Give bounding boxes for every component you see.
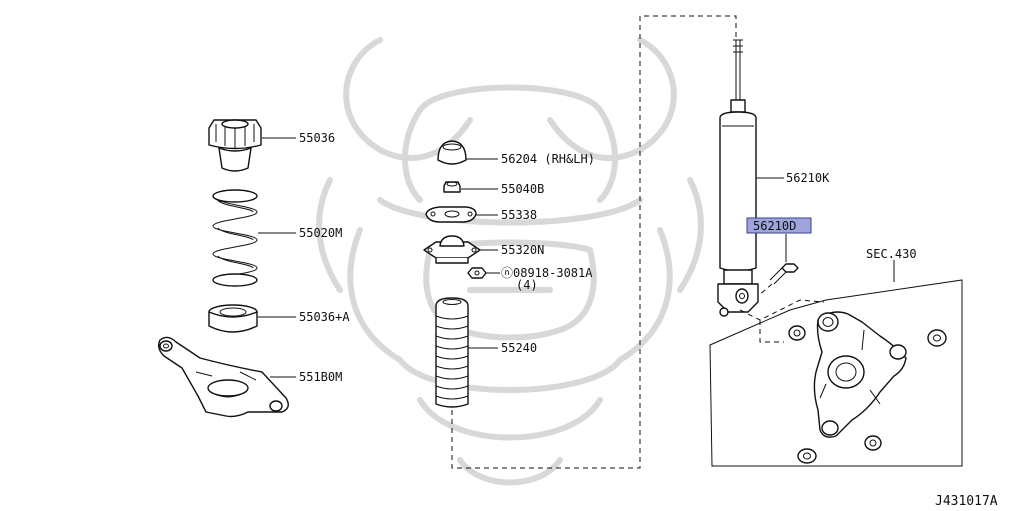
part-56210k-shock-absorber bbox=[717, 39, 784, 317]
part-55036a-spring-seat bbox=[208, 304, 296, 333]
callout-sec-430: SEC.430 bbox=[866, 247, 917, 261]
part-55320n-mount bbox=[423, 235, 498, 264]
callout-08918-quantity: (4) bbox=[516, 278, 538, 292]
diagram-code: J431017A bbox=[935, 494, 998, 509]
sec-430-knuckle-box bbox=[709, 260, 963, 467]
callout-56210d-highlight bbox=[746, 217, 812, 234]
part-55020m-coil-spring bbox=[212, 189, 296, 287]
part-56210d-bolt bbox=[757, 234, 799, 297]
callout-55240: 55240 bbox=[501, 341, 537, 355]
part-08918-3081a-nut bbox=[467, 267, 500, 279]
part-55338-plate bbox=[425, 206, 498, 223]
shock-assembly-outline bbox=[451, 15, 737, 469]
part-55036-bump-stop bbox=[208, 119, 296, 172]
part-55240-boot bbox=[435, 297, 498, 408]
callout-55036a: 55036+A bbox=[299, 310, 350, 324]
callout-56204: 56204 (RH&LH) bbox=[501, 152, 595, 166]
callout-55020m: 55020M bbox=[299, 226, 342, 240]
callout-55040b: 55040B bbox=[501, 182, 544, 196]
watermark-emblem bbox=[316, 37, 704, 486]
callout-551b0m: 551B0M bbox=[299, 370, 342, 384]
callout-55338: 55338 bbox=[501, 208, 537, 222]
part-56204-cap bbox=[437, 140, 498, 165]
part-551b0m-lower-arm bbox=[157, 336, 296, 418]
callout-55036: 55036 bbox=[299, 131, 335, 145]
callout-56210k: 56210K bbox=[786, 171, 830, 185]
callout-55320n: 55320N bbox=[501, 243, 544, 257]
part-55040b-nut bbox=[443, 181, 498, 193]
callout-labels: 55036 55020M 55036+A 551B0M 56204 (RH&LH… bbox=[299, 131, 998, 509]
callout-08918-3081a: ⓝ08918-3081A bbox=[501, 266, 593, 280]
callout-56210d: 56210D bbox=[753, 219, 796, 233]
